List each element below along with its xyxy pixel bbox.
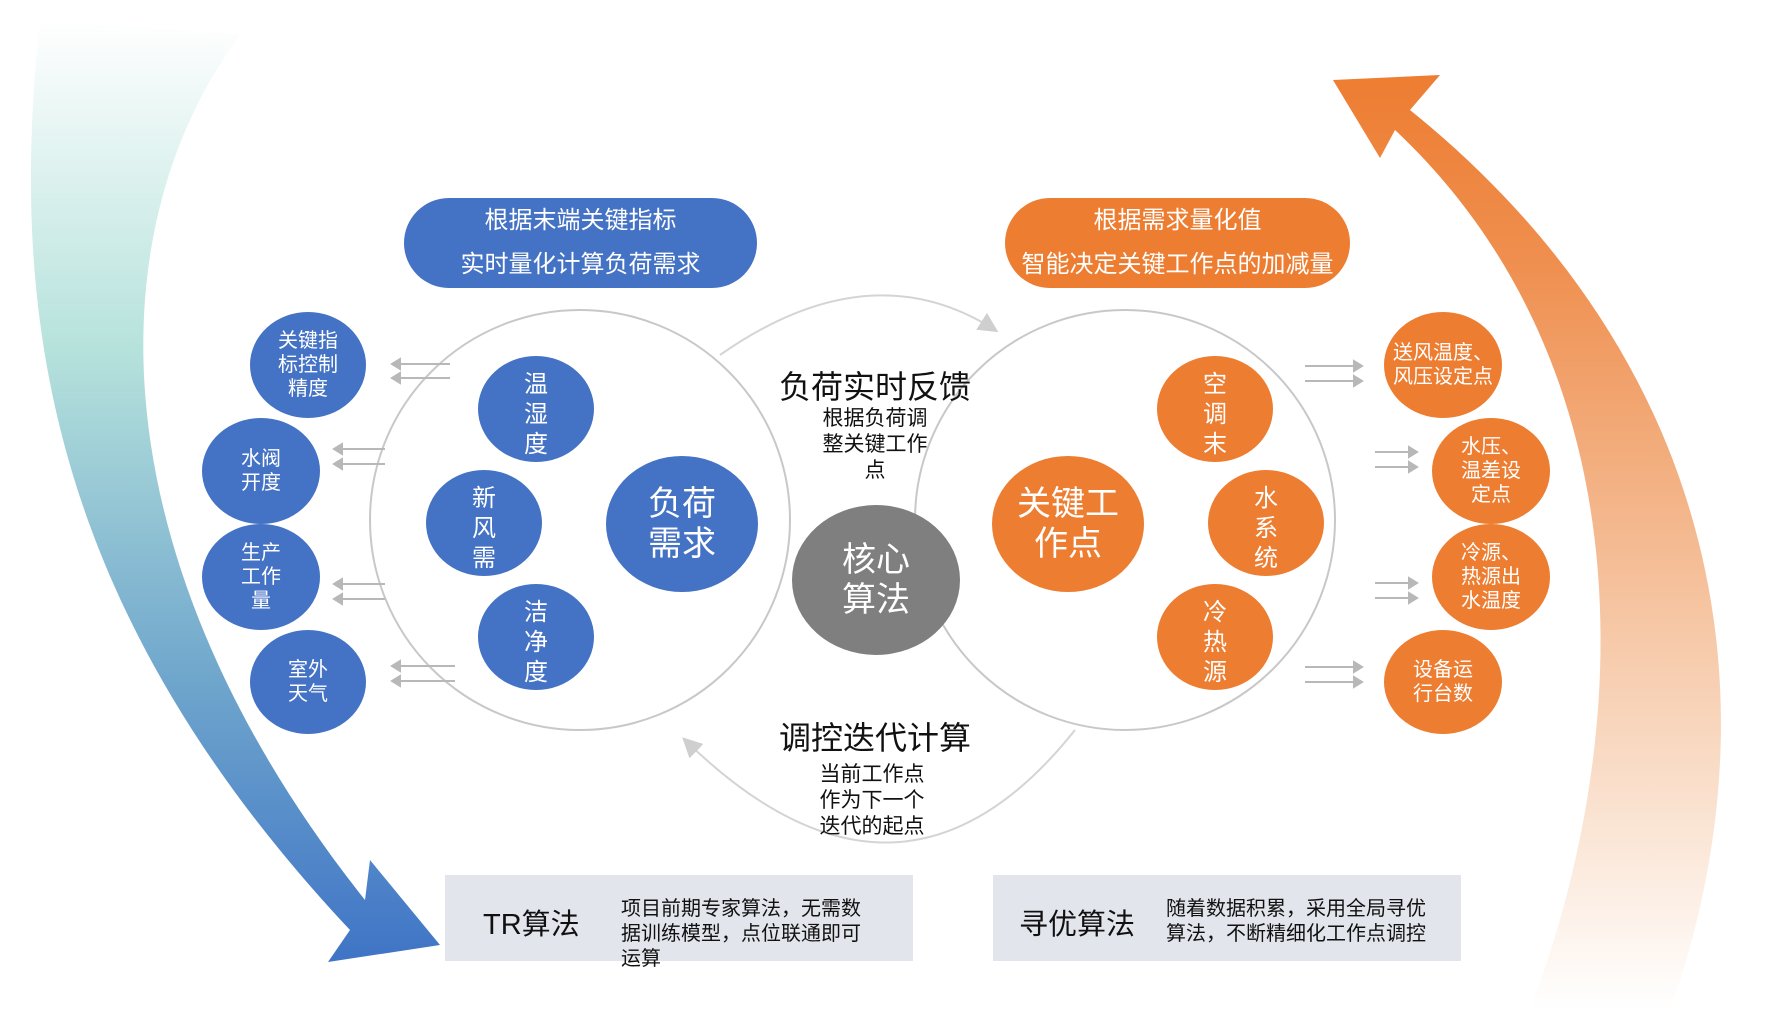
iteration-title: 调控迭代计算 (778, 720, 971, 756)
left-big-circle (369, 309, 791, 731)
optimization-algorithm-box: 寻优算法 随着数据积累，采用全局寻优算法，不断精细化工作点调控 (993, 875, 1461, 961)
header-right-line2: 智能决定关键工作点的加减量 (1021, 251, 1334, 278)
core-algorithm-circle: 核心算法 (792, 505, 960, 655)
tr-algorithm-title: TR算法 (483, 909, 580, 941)
output-supply-air-setpoint: 送风温度、风压设定点 (1384, 312, 1502, 418)
factor-fresh-air: 新风需 (426, 470, 542, 576)
factor-water-system: 水系统 (1208, 470, 1324, 576)
output-water-temperature: 冷源、热源出水温度 (1432, 524, 1550, 630)
optimization-algorithm-desc: 随着数据积累，采用全局寻优算法，不断精细化工作点调控 (1166, 898, 1426, 945)
feedback-arc (719, 294, 999, 356)
right-output-arrows (1305, 359, 1419, 689)
optimization-algorithm-title: 寻优算法 (1019, 909, 1136, 941)
input-production-workload: 生产工作量 (202, 524, 320, 630)
header-left-line1: 根据末端关键指标 (484, 207, 677, 234)
output-water-pressure-setpoint: 水压、温差设定点 (1432, 418, 1550, 524)
left-input-arrows (332, 357, 455, 688)
key-point-circle: 关键工作点 (992, 456, 1144, 592)
header-right-pill: 根据需求量化值 智能决定关键工作点的加减量 (1005, 198, 1350, 288)
factor-cold-heat-source: 冷热源 (1157, 584, 1273, 690)
input-outdoor-weather: 室外天气 (250, 630, 366, 734)
input-valve-opening: 水阀开度 (202, 418, 320, 524)
tr-algorithm-box: TR算法 项目前期专家算法，无需数据训练模型，点位联通即可运算 (445, 875, 913, 970)
header-left-pill: 根据末端关键指标 实时量化计算负荷需求 (404, 198, 757, 288)
feedback-subtitle: 根据负荷调整关键工作点 (822, 407, 928, 482)
load-demand-circle: 负荷需求 (606, 456, 758, 592)
iteration-arc (682, 729, 1076, 844)
left-flow-arrow (30, 20, 440, 962)
tr-algorithm-desc: 项目前期专家算法，无需数据训练模型，点位联通即可运算 (621, 898, 861, 970)
header-left-line2: 实时量化计算负荷需求 (460, 251, 701, 278)
factor-temp-humidity: 温湿度 (478, 356, 594, 462)
factor-ac-terminal: 空调末 (1157, 356, 1273, 462)
input-control-precision: 关键指标控制精度 (250, 312, 366, 418)
factor-cleanliness: 洁净度 (478, 584, 594, 690)
feedback-title: 负荷实时反馈 (778, 369, 971, 405)
header-right-line1: 根据需求量化值 (1093, 207, 1262, 234)
right-flow-arrow (1333, 75, 1721, 1010)
iteration-subtitle: 当前工作点作为下一个迭代的起点 (819, 763, 925, 838)
output-equipment-count: 设备运行台数 (1384, 630, 1502, 734)
